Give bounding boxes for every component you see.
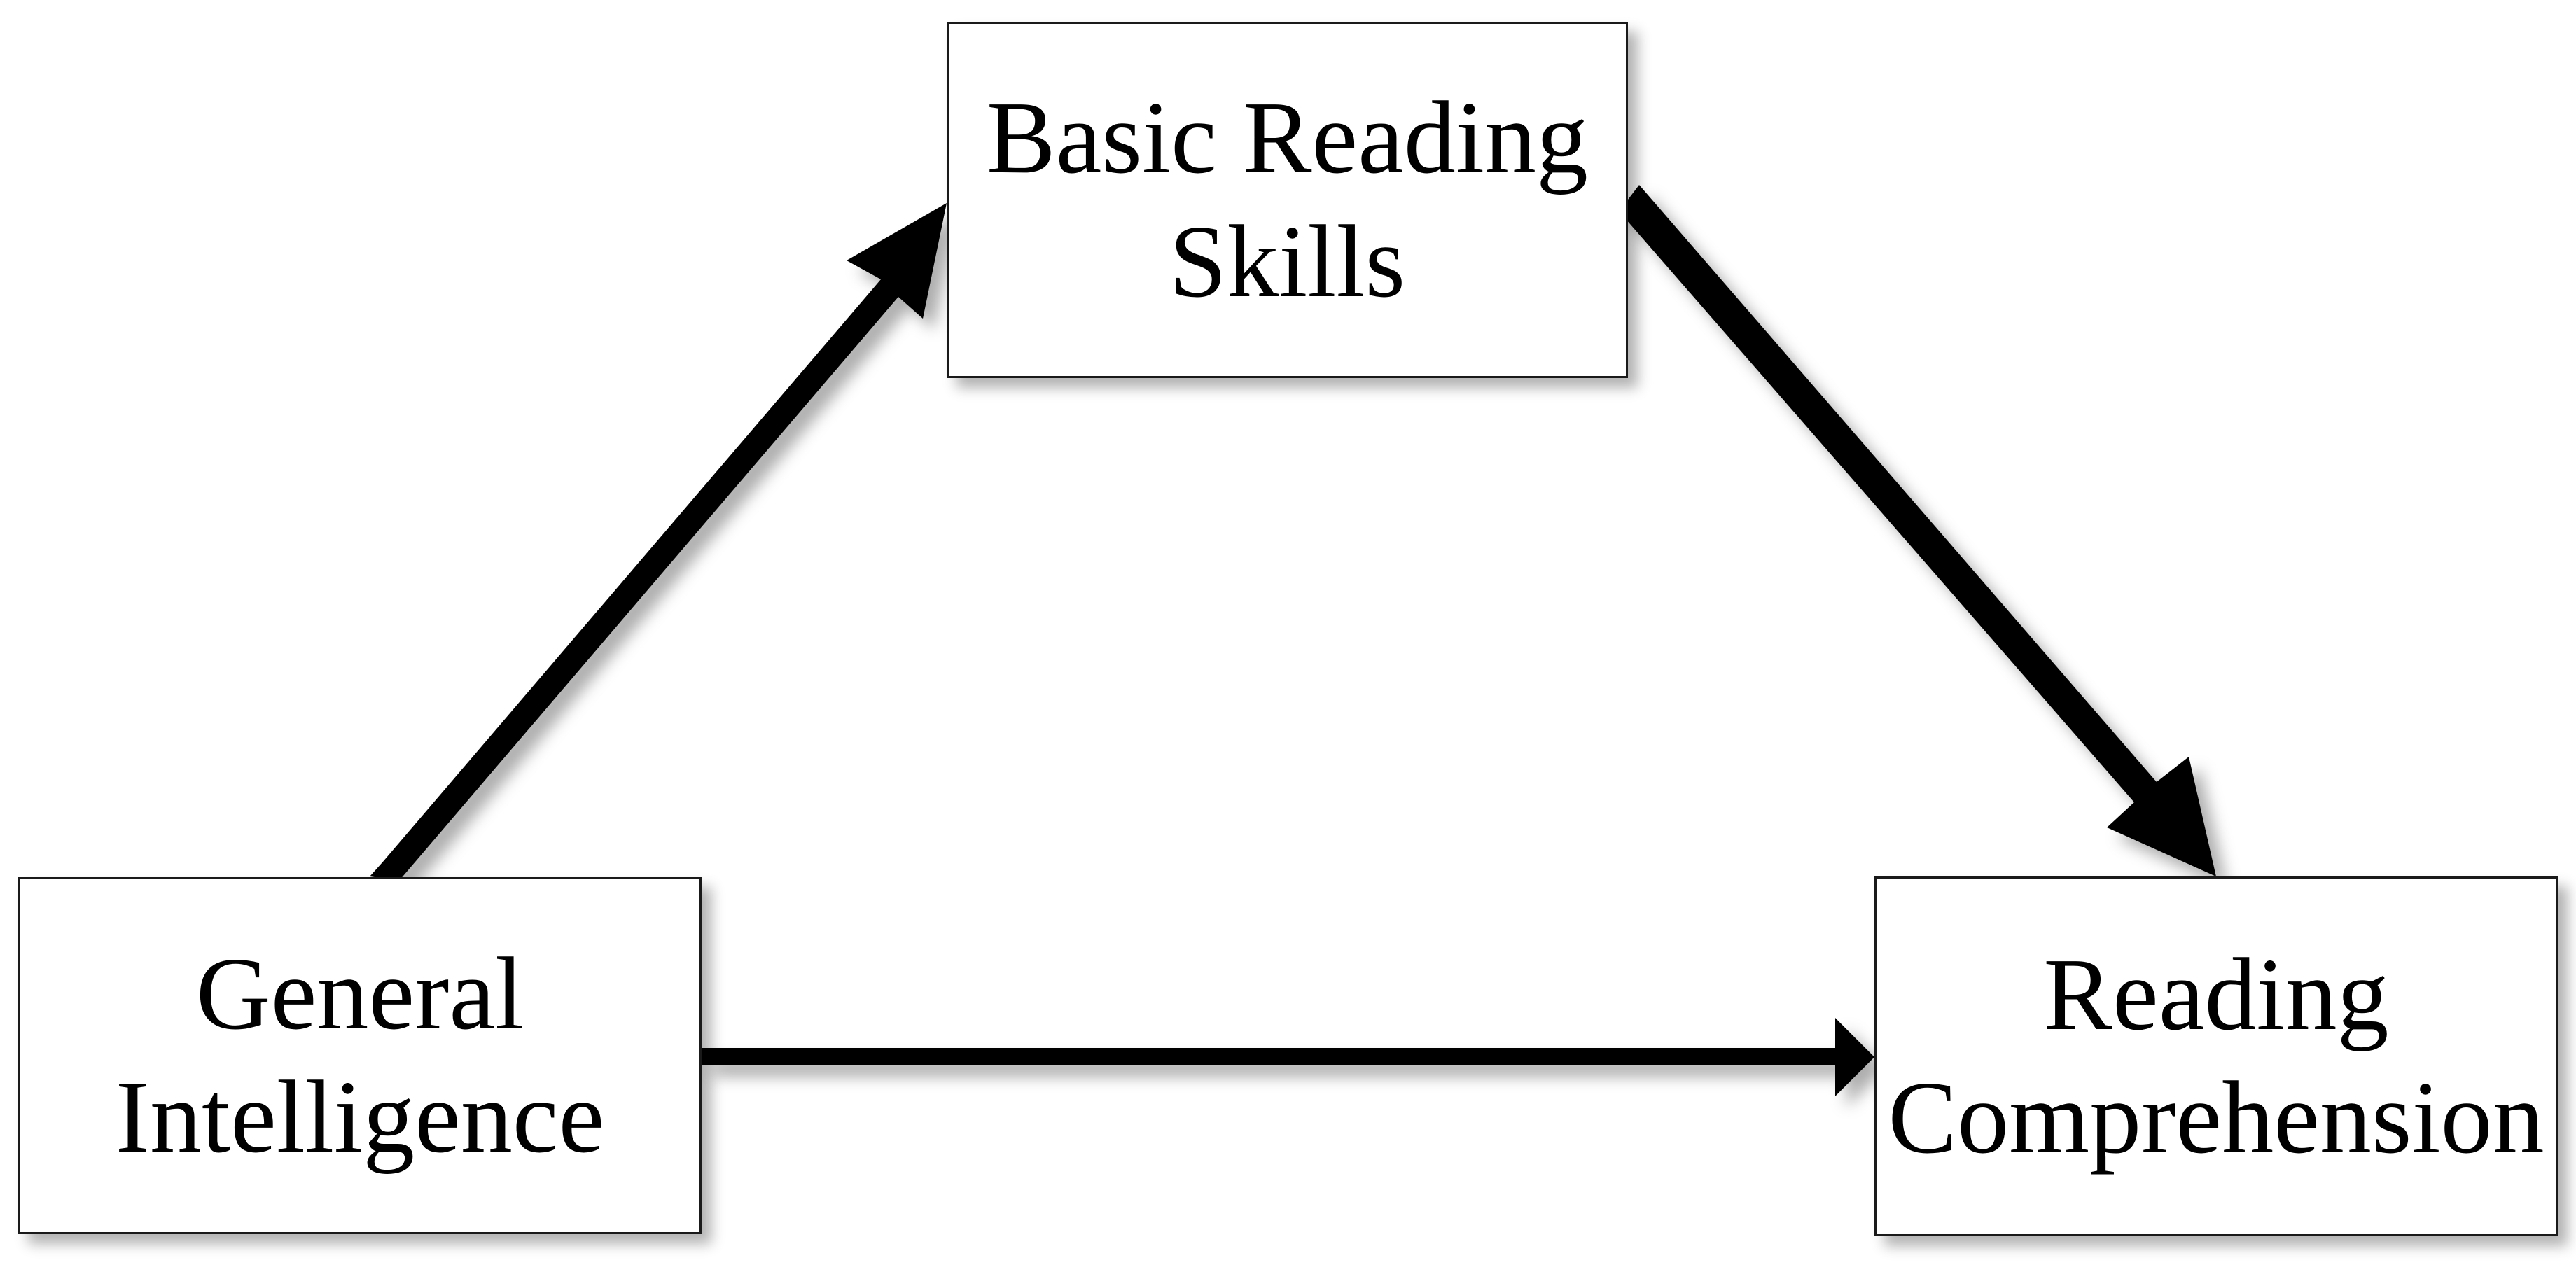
node-label-reading-comprehension: Reading Comprehension <box>1888 937 2544 1175</box>
arrow-general-intelligence-to-basic-reading-skills <box>370 203 947 881</box>
node-general-intelligence[interactable]: General Intelligence <box>18 877 702 1234</box>
node-basic-reading-skills[interactable]: Basic Reading Skills <box>947 22 1628 378</box>
node-label-general-intelligence: General Intelligence <box>115 936 605 1175</box>
node-reading-comprehension[interactable]: Reading Comprehension <box>1874 876 2558 1236</box>
arrow-general-intelligence-to-reading-comprehension <box>702 1018 1874 1096</box>
node-label-basic-reading-skills: Basic Reading Skills <box>986 81 1589 319</box>
arrow-basic-reading-skills-to-reading-comprehension <box>1616 185 2216 876</box>
